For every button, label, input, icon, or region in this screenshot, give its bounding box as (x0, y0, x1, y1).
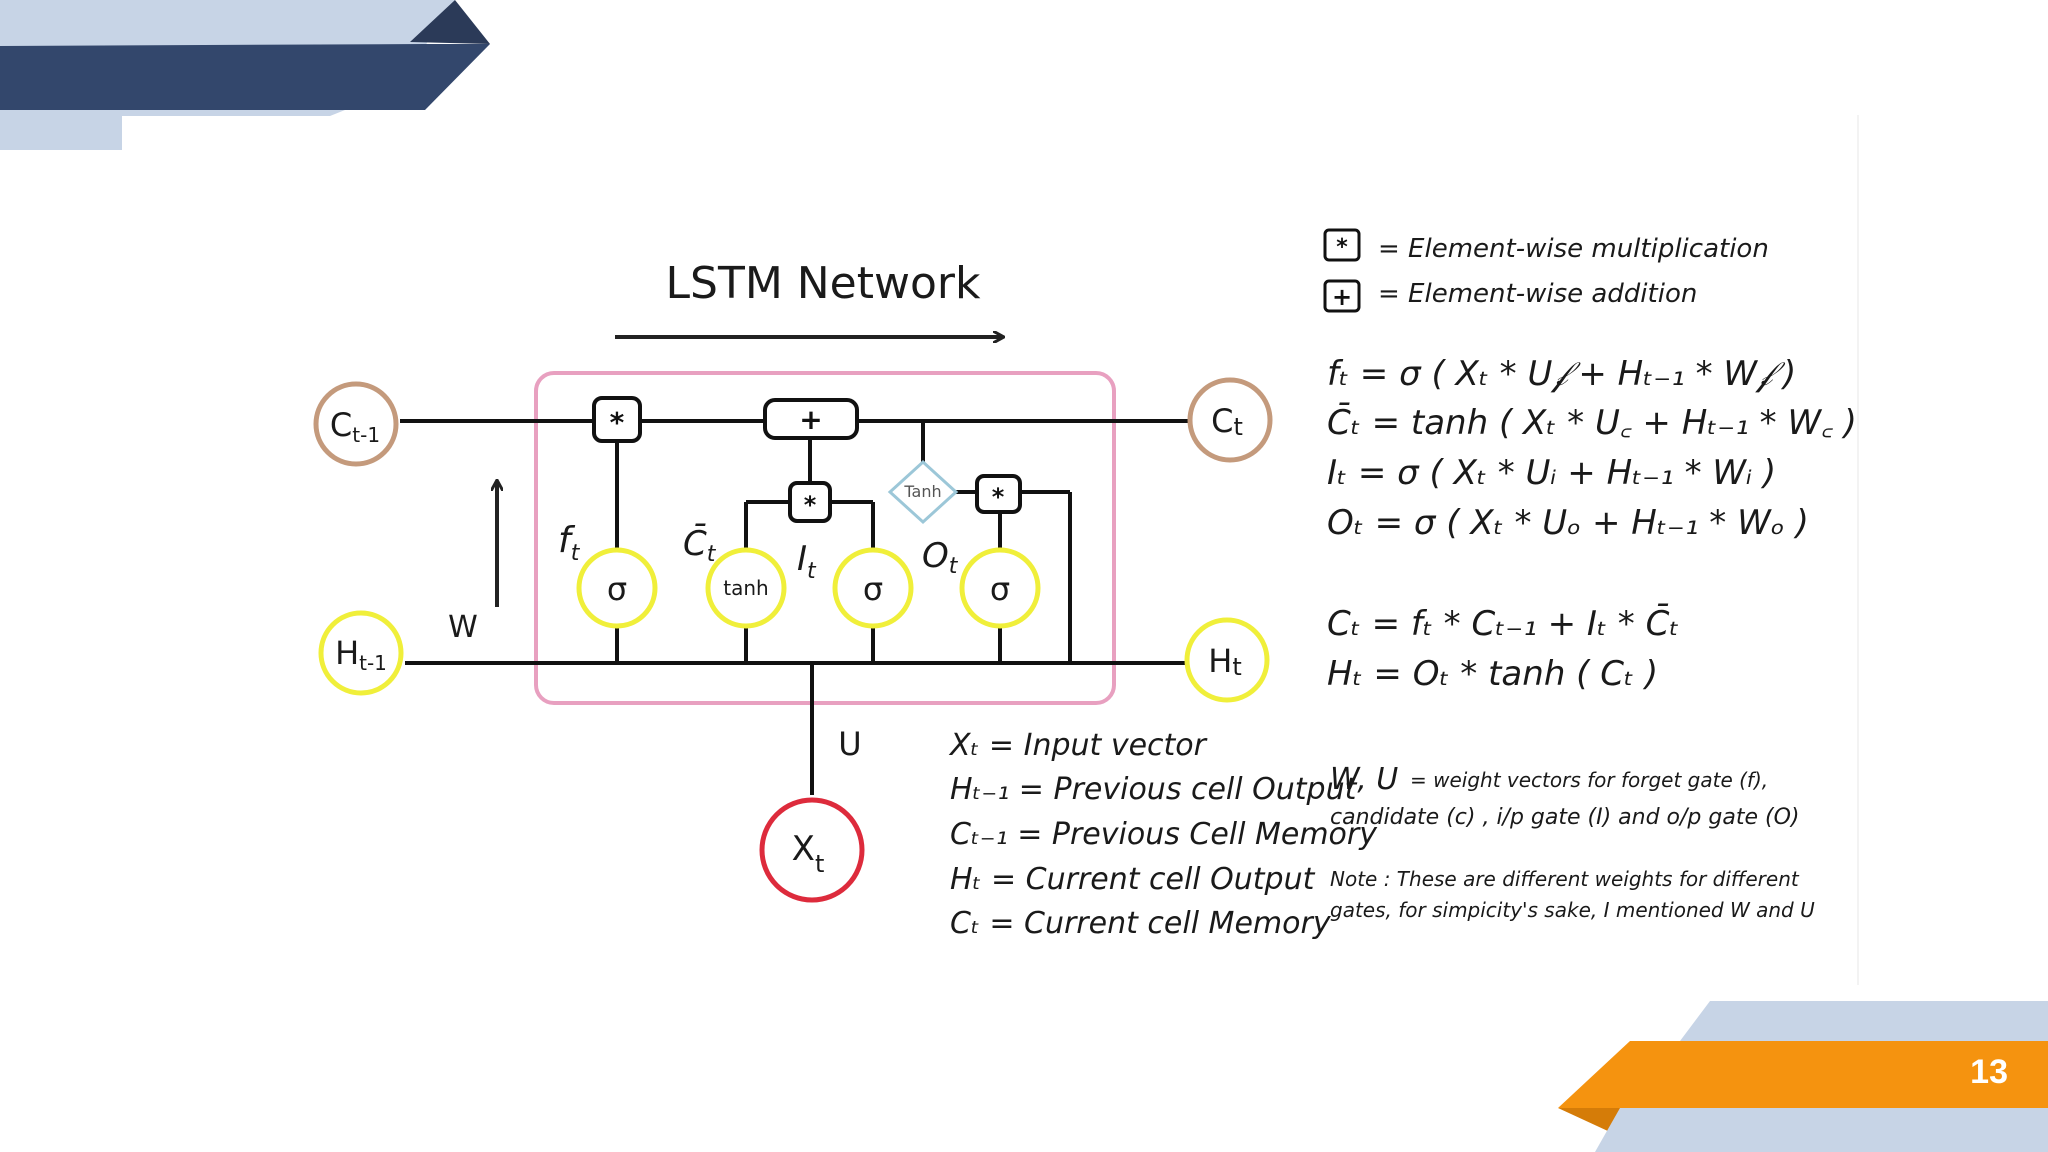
hidden-state-node: Ht (1184, 617, 1270, 703)
output-gate-sigma: σ (959, 547, 1041, 629)
candidate-label: C̄t (683, 523, 717, 567)
legend-multiply: * = Element-wise multiplication (1323, 228, 1769, 264)
output-multiply-box: * (975, 474, 1022, 514)
svg-text:+: + (799, 403, 822, 436)
svg-text:gates, for simpicity's sake, I: gates, for simpicity's sake, I mentioned… (1330, 898, 1815, 922)
svg-text:*: * (992, 483, 1005, 511)
weights-note: W, U = weight vectors for forget gate (f… (1330, 762, 1799, 830)
w-label: W (448, 610, 478, 645)
prev-hidden-state-node: Ht-1 (318, 610, 404, 696)
equation-output: Oₜ = σ ( Xₜ * Uₒ + Hₜ₋₁ * Wₒ ) (1327, 503, 1809, 543)
legend-add: + = Element-wise addition (1323, 279, 1697, 313)
lstm-cell-boundary (534, 371, 1116, 705)
forget-gate-sigma: σ (576, 547, 658, 629)
svg-text:= weight vectors for forget ga: = weight vectors for forget gate (f), (1410, 768, 1768, 792)
svg-text:Ct-1: Ct-1 (330, 406, 380, 447)
svg-text:+: + (1332, 283, 1352, 311)
svg-text:*: * (804, 491, 817, 519)
bottom-right-banner (1558, 1001, 2048, 1152)
svg-text:Ct: Ct (1211, 402, 1243, 441)
svg-text:candidate (c) , i/p gate (I) a: candidate (c) , i/p gate (I) and o/p gat… (1330, 805, 1799, 830)
definitions: Xₜ = Input vector Hₜ₋₁ = Previous cell O… (948, 728, 1378, 941)
svg-text:σ: σ (990, 570, 1010, 608)
state-equations: Cₜ = fₜ * Cₜ₋₁ + Iₜ * C̄ₜ Hₜ = Oₜ * tanh… (1327, 603, 1679, 694)
input-vector-node: Xt (759, 797, 865, 903)
cell-state-node: Ct (1187, 377, 1273, 463)
definition-prev-memory: Cₜ₋₁ = Previous Cell Memory (950, 817, 1378, 852)
equation-hidden-state: Hₜ = Oₜ * tanh ( Cₜ ) (1327, 654, 1658, 694)
svg-text:Tanh: Tanh (903, 482, 941, 501)
svg-text:*: * (610, 406, 625, 439)
diagram-title: LSTM Network (666, 258, 982, 309)
equation-forget: fₜ = σ ( Xₜ * U𝒻 + Hₜ₋₁ * W𝒻 ) (1327, 354, 1796, 394)
svg-text:Note : These are different wei: Note : These are different weights for d… (1330, 867, 1800, 891)
svg-text:= Element-wise multiplication: = Element-wise multiplication (1378, 234, 1769, 264)
svg-text:σ: σ (607, 570, 627, 608)
input-multiply-box: * (788, 481, 832, 523)
svg-text:Xt: Xt (792, 829, 825, 878)
simplicity-note: Note : These are different weights for d… (1330, 867, 1815, 922)
page-number: 13 (1970, 1053, 2008, 1091)
candidate-tanh-gate: tanh (705, 547, 787, 629)
svg-text:*: * (1336, 235, 1348, 260)
definition-current-memory: Cₜ = Current cell Memory (950, 906, 1332, 941)
definition-input: Xₜ = Input vector (948, 728, 1208, 763)
svg-text:tanh: tanh (723, 576, 768, 600)
definition-current-output: Hₜ = Current cell Output (950, 862, 1316, 897)
connection-lines (400, 419, 1190, 795)
forget-gate-label: ft (558, 520, 581, 566)
svg-text:Ht-1: Ht-1 (335, 634, 387, 675)
equation-candidate: C̄ₜ = tanh ( Xₜ * U꜀ + Hₜ₋₁ * W꜀ ) (1327, 402, 1857, 443)
svg-text:= Element-wise addition: = Element-wise addition (1378, 279, 1697, 309)
svg-text:Ht: Ht (1208, 642, 1241, 681)
prev-cell-state-node: Ct-1 (313, 381, 399, 467)
cell-add-box: + (763, 398, 859, 440)
definition-prev-output: Hₜ₋₁ = Previous cell Output (950, 772, 1358, 807)
input-gate-label: It (797, 539, 817, 584)
input-gate-sigma: σ (832, 547, 914, 629)
forget-multiply-box: * (592, 396, 642, 443)
top-left-banner (0, 0, 490, 150)
equation-input: Iₜ = σ ( Xₜ * Uᵢ + Hₜ₋₁ * Wᵢ ) (1327, 453, 1776, 493)
equation-cell-state: Cₜ = fₜ * Cₜ₋₁ + Iₜ * C̄ₜ (1327, 603, 1679, 644)
svg-text:σ: σ (863, 570, 883, 608)
tanh-diamond: Tanh (887, 459, 959, 525)
gate-equations: fₜ = σ ( Xₜ * U𝒻 + Hₜ₋₁ * W𝒻 ) C̄ₜ = tan… (1327, 354, 1857, 543)
output-gate-label: Ot (922, 536, 959, 579)
u-label: U (838, 725, 861, 763)
svg-text:W, U: W, U (1330, 762, 1398, 797)
